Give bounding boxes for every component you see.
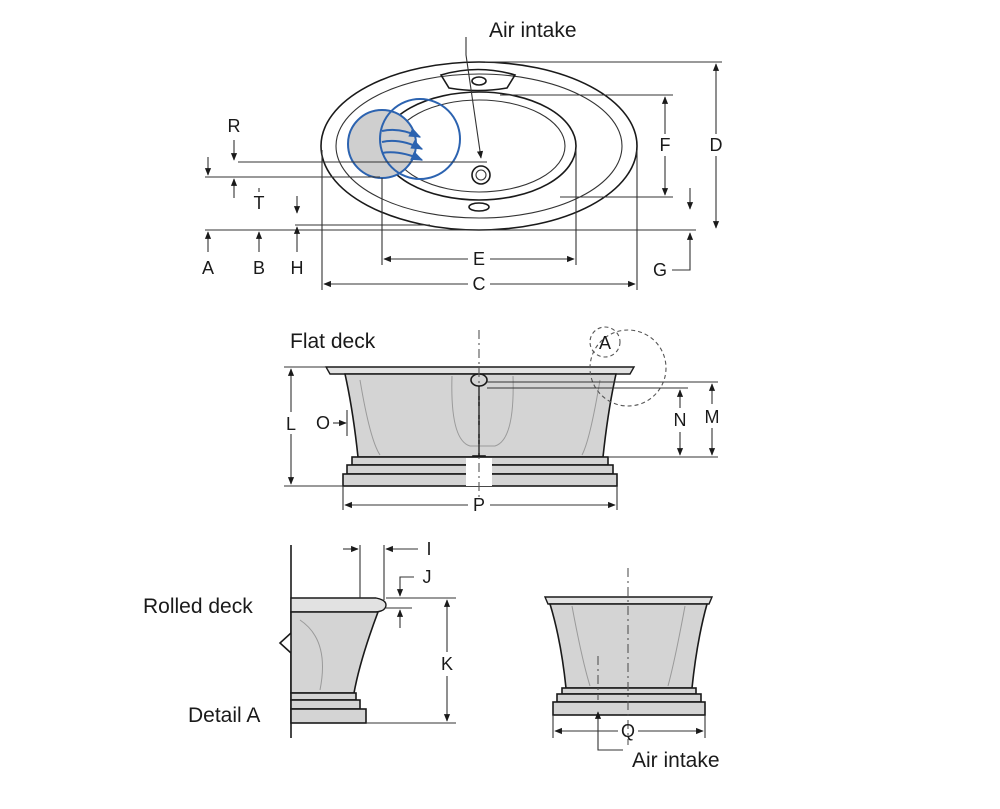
end-pedestal-base <box>552 701 706 716</box>
dim-label-r: R <box>228 116 241 136</box>
air-intake-label-top: Air intake <box>489 19 577 42</box>
dim-label-i: I <box>426 539 431 559</box>
end-view: Q Air intake <box>543 568 720 772</box>
drain <box>471 165 491 185</box>
dim-label-e: E <box>473 249 485 269</box>
tub-inner-rim <box>335 73 623 219</box>
dim-label-m: M <box>705 407 720 427</box>
dim-label-o: O <box>316 413 330 433</box>
air-intake-leader <box>465 37 484 159</box>
jet-arrow <box>381 127 422 138</box>
dim-label-q: Q <box>621 721 635 741</box>
detail-a-view: Rolled deck Detail A I J K <box>143 539 456 738</box>
jet-arrow <box>381 151 424 161</box>
dim-label-j: J <box>423 567 432 587</box>
dim-label-h: H <box>291 258 304 278</box>
dim-label-f: F <box>660 135 671 155</box>
dim-label-d: D <box>710 135 723 155</box>
air-intake-label-bottom: Air intake <box>632 749 720 772</box>
side-view: Flat deck A L <box>284 326 720 515</box>
dim-label-g: G <box>653 260 667 280</box>
air-intake-port <box>468 202 490 212</box>
jet-zone-left <box>347 109 417 179</box>
dim-label-k: K <box>441 654 453 674</box>
dim-label-l: L <box>286 414 296 434</box>
dim-label-b: B <box>253 258 265 278</box>
rolled-deck <box>290 597 387 613</box>
overflow-cover <box>439 68 517 92</box>
dim-label-p: P <box>473 495 485 515</box>
jet-arrow <box>381 139 424 150</box>
detail-callout-circle <box>589 329 667 407</box>
top-view: Air intake C E D F G R <box>202 19 723 294</box>
dim-label-n: N <box>674 410 687 430</box>
overflow-hole <box>471 76 487 86</box>
dim-label-t: T <box>254 193 265 213</box>
break-line <box>278 545 292 738</box>
detail-tub-body <box>290 611 380 694</box>
air-intake-leader-bottom <box>594 711 623 751</box>
detail-pedestal-base <box>290 708 367 724</box>
jet-zone-right <box>379 98 461 180</box>
rolled-deck-label: Rolled deck <box>143 595 253 618</box>
callout-a-label: A <box>599 333 611 353</box>
detail-a-label: Detail A <box>188 704 260 727</box>
dim-label-c: C <box>473 274 486 294</box>
dim-label-a: A <box>202 258 214 278</box>
flat-deck <box>324 366 636 375</box>
flat-deck-label: Flat deck <box>290 330 376 353</box>
